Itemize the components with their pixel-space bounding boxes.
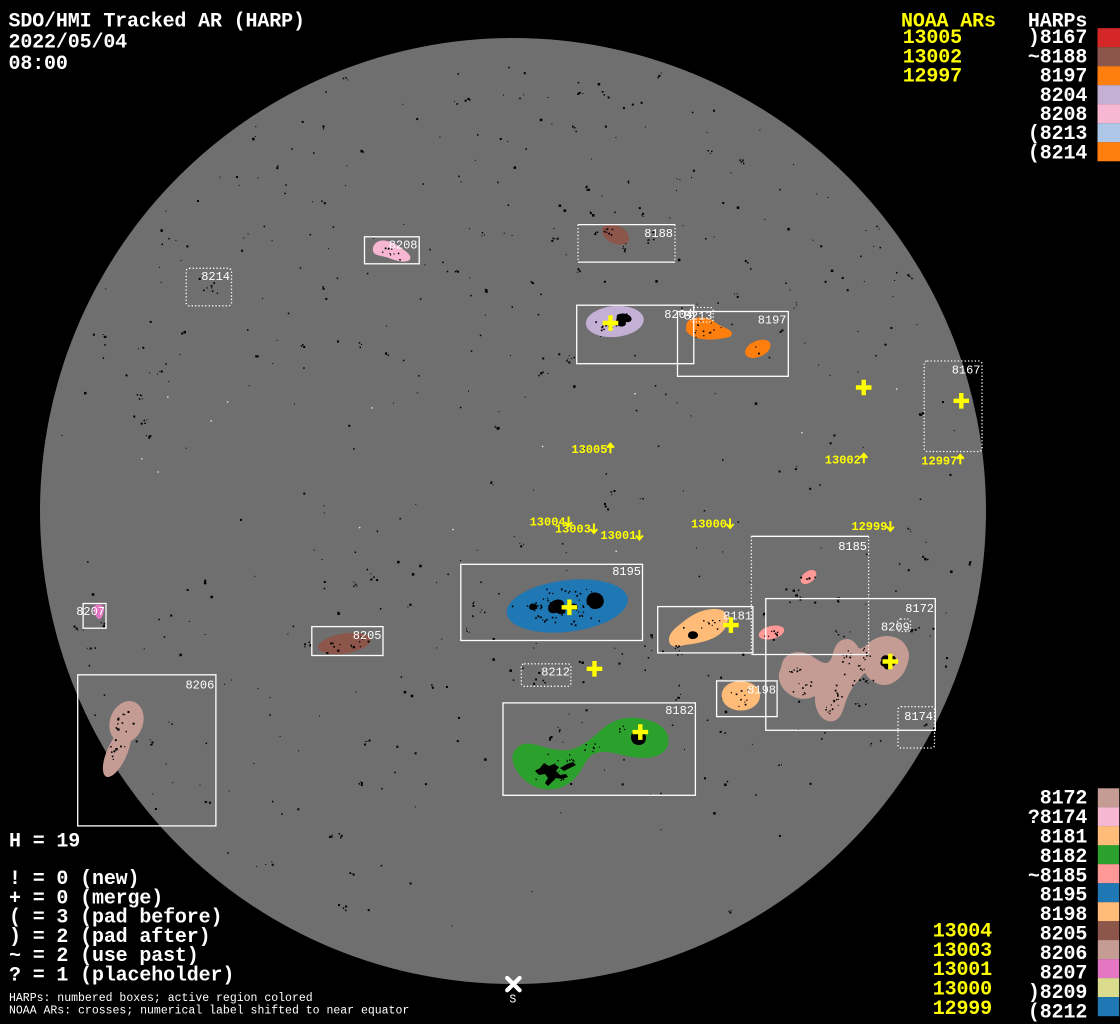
svg-text:2022/05/04: 2022/05/04 [9, 32, 128, 55]
svg-text:~8188: ~8188 [1028, 46, 1087, 69]
svg-text:13001: 13001 [933, 959, 992, 982]
svg-text:12997: 12997 [921, 454, 957, 468]
svg-text:(8213: (8213 [1028, 123, 1087, 146]
svg-text:13002: 13002 [903, 46, 962, 69]
svg-text:8206: 8206 [185, 679, 214, 693]
svg-text:! = 0 (new): ! = 0 (new) [9, 868, 139, 891]
svg-text:? = 1 (placeholder): ? = 1 (placeholder) [9, 965, 234, 988]
svg-text:NOAA ARs: NOAA ARs [901, 10, 996, 33]
svg-text:?8174: ?8174 [1028, 807, 1087, 830]
svg-text:13000: 13000 [691, 518, 727, 532]
svg-text:8205: 8205 [1040, 924, 1087, 947]
svg-text:8213: 8213 [684, 310, 713, 324]
svg-text:S: S [509, 994, 516, 1007]
svg-text:12997: 12997 [903, 66, 962, 89]
svg-text:8204: 8204 [664, 308, 693, 322]
svg-text:) = 2 (pad after): ) = 2 (pad after) [9, 926, 210, 949]
svg-text:8172: 8172 [905, 602, 934, 616]
svg-text:)8209: )8209 [1028, 982, 1087, 1005]
svg-text:13005: 13005 [571, 443, 607, 457]
svg-text:8198: 8198 [747, 684, 776, 698]
svg-text:8214: 8214 [201, 270, 230, 284]
svg-text:8167: 8167 [952, 364, 981, 378]
svg-text:8208: 8208 [1040, 104, 1087, 127]
svg-text:8205: 8205 [353, 629, 382, 643]
svg-text:HARPs: numbered boxes; active: HARPs: numbered boxes; active region col… [9, 992, 313, 1005]
svg-text:SDO/HMI Tracked AR (HARP): SDO/HMI Tracked AR (HARP) [9, 10, 305, 33]
svg-text:8208: 8208 [389, 239, 418, 253]
svg-text:13005: 13005 [903, 27, 962, 50]
svg-text:13002: 13002 [825, 453, 861, 467]
svg-text:8204: 8204 [1040, 85, 1088, 108]
svg-text:13004: 13004 [530, 516, 566, 530]
svg-text:H = 19: H = 19 [9, 831, 80, 854]
svg-text:8195: 8195 [1040, 885, 1087, 908]
svg-text:8212: 8212 [541, 665, 570, 679]
svg-text:8185: 8185 [838, 540, 867, 554]
svg-text:8198: 8198 [1040, 904, 1087, 927]
svg-text:8182: 8182 [665, 704, 694, 718]
svg-text:NOAA ARs: crosses; numerical l: NOAA ARs: crosses; numerical label shift… [9, 1005, 409, 1018]
svg-text:8182: 8182 [1040, 846, 1087, 869]
svg-text:13003: 13003 [933, 940, 992, 963]
svg-text:8174: 8174 [904, 710, 933, 724]
svg-text:8207: 8207 [1040, 962, 1087, 985]
svg-text:8195: 8195 [612, 565, 641, 579]
svg-text:(8212: (8212 [1028, 1001, 1087, 1024]
svg-text:~8185: ~8185 [1028, 865, 1087, 888]
svg-text:12999: 12999 [851, 520, 887, 534]
svg-text:8207: 8207 [76, 605, 105, 619]
svg-text:13000: 13000 [933, 979, 992, 1002]
svg-text:8172: 8172 [1040, 788, 1087, 811]
svg-text:13001: 13001 [600, 529, 636, 543]
svg-text:8197: 8197 [758, 314, 787, 328]
svg-text:HARPs: HARPs [1028, 10, 1087, 33]
svg-text:08:00: 08:00 [9, 53, 68, 76]
svg-text:13004: 13004 [933, 920, 992, 943]
svg-text:13003: 13003 [555, 523, 591, 537]
svg-text:8206: 8206 [1040, 943, 1087, 966]
svg-text:( = 3 (pad before): ( = 3 (pad before) [9, 907, 222, 930]
svg-text:8209: 8209 [881, 621, 910, 635]
svg-text:8197: 8197 [1040, 66, 1087, 89]
svg-text:+ = 0 (merge): + = 0 (merge) [9, 887, 163, 910]
svg-text:~ = 2 (use past): ~ = 2 (use past) [9, 945, 199, 968]
svg-text:8181: 8181 [1040, 826, 1088, 849]
svg-text:(8214: (8214 [1028, 142, 1087, 165]
svg-text:8188: 8188 [644, 227, 673, 241]
svg-text:)8167: )8167 [1028, 27, 1087, 50]
svg-text:8181: 8181 [723, 609, 752, 623]
svg-text:12999: 12999 [933, 998, 992, 1021]
